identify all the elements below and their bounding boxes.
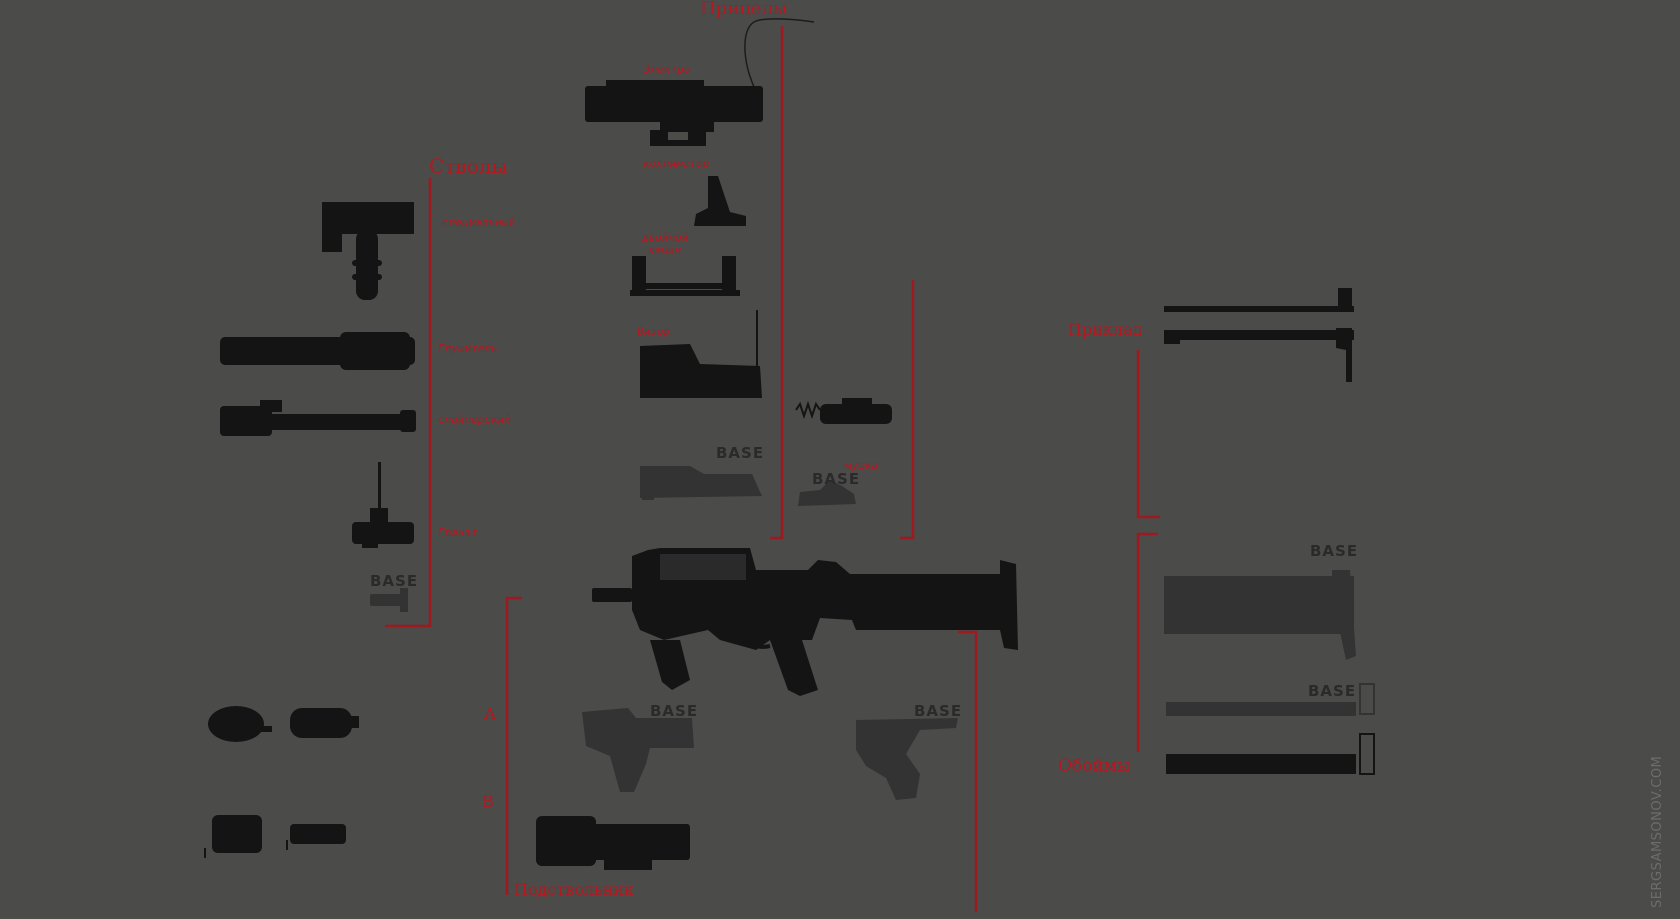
front-sight-base bbox=[798, 480, 856, 506]
label-silencer: Глушитель bbox=[438, 342, 498, 355]
scope-cable bbox=[744, 18, 815, 101]
silencer-barrel bbox=[220, 332, 415, 370]
underbarrel-bracket bbox=[505, 596, 522, 895]
underbarrel-launcher bbox=[536, 816, 690, 870]
base-tag-front-sight: BASE bbox=[812, 470, 861, 488]
grenade-ammo bbox=[204, 706, 359, 858]
grenade-barrel bbox=[352, 462, 414, 548]
label-stock: Приклад bbox=[1068, 320, 1143, 339]
magazine-base-end bbox=[1359, 683, 1375, 715]
label-visor: Визор bbox=[637, 325, 671, 338]
grip-base-right bbox=[856, 718, 958, 800]
label-underbarrel: Подствольник bbox=[514, 880, 635, 899]
visor-sight bbox=[640, 310, 762, 398]
base-tag-barrel: BASE bbox=[370, 572, 419, 590]
barrel-base bbox=[370, 588, 408, 612]
front-sight-bracket bbox=[900, 280, 915, 540]
label-barrels: Стволы bbox=[429, 154, 508, 178]
base-tag-grip-a: BASE bbox=[650, 702, 699, 720]
stock-base bbox=[1164, 570, 1356, 660]
label-collimator: коллиматор bbox=[643, 157, 710, 170]
collimator-sight bbox=[694, 176, 746, 226]
watermark: SERGSAMSONOV.COM bbox=[1650, 755, 1665, 908]
base-tag-magazine: BASE bbox=[1308, 682, 1357, 700]
barrels-bracket bbox=[385, 178, 432, 628]
special-grip bbox=[322, 202, 414, 300]
label-special: специальный bbox=[442, 216, 515, 229]
main-rifle bbox=[592, 548, 1018, 696]
label-option-a: А bbox=[484, 704, 497, 723]
right-grip-bracket bbox=[958, 630, 978, 912]
label-option-b: В bbox=[482, 792, 494, 811]
sight-base bbox=[640, 466, 762, 500]
bracket-lines bbox=[385, 18, 1160, 912]
magazine-base bbox=[1166, 702, 1356, 716]
stock-bracket bbox=[1136, 350, 1160, 519]
label-sniper: снайперский bbox=[438, 413, 511, 426]
label-sights: Прицелы bbox=[700, 0, 788, 19]
label-grenade: Гранат bbox=[438, 526, 478, 539]
electro-scope bbox=[585, 80, 763, 146]
stock-folding bbox=[1164, 288, 1354, 382]
grip-option-a bbox=[582, 708, 694, 792]
sniper-barrel bbox=[220, 400, 416, 436]
double-sight bbox=[630, 256, 740, 296]
sights-bracket bbox=[770, 26, 784, 540]
base-tag-sights: BASE bbox=[716, 444, 765, 462]
label-double-sight: двойной bbox=[642, 231, 689, 244]
base-tag-stock: BASE bbox=[1310, 542, 1359, 560]
magazine-long-end bbox=[1359, 733, 1375, 775]
front-sight bbox=[795, 398, 892, 424]
magazine-long bbox=[1166, 754, 1356, 774]
label-electro: Электро bbox=[644, 63, 691, 76]
label-double-sight-2: камин bbox=[648, 244, 682, 257]
base-tag-grip-right: BASE bbox=[914, 702, 963, 720]
magazines-bracket bbox=[1136, 532, 1158, 752]
label-front-sight: мушка bbox=[845, 459, 879, 472]
label-magazines: Обоймы bbox=[1058, 756, 1131, 776]
